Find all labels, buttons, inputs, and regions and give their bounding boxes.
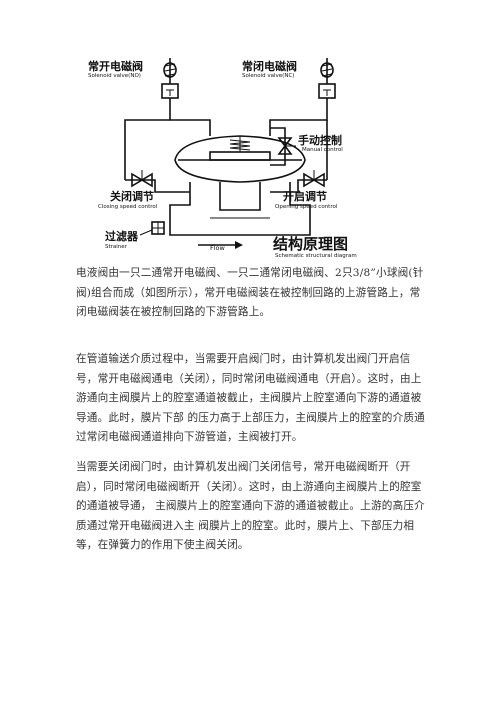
label-strainer-en: Strainer [105, 244, 128, 250]
label-solenoid-no-zh: 常开电磁阀 [88, 59, 143, 73]
paragraph-closing-process: 当需要关闭阀门时，由计算机发出阀门关闭信号，常开电磁阀断开（开启），同时常闭电磁… [76, 458, 428, 556]
schematic-structural-diagram: 常开电磁阀 Solenoid valve(NO) 常闭电磁阀 Solenoid … [88, 58, 357, 259]
solenoid-valve-nc-icon [318, 58, 336, 99]
control-piping [124, 98, 328, 193]
label-solenoid-nc-en: Solenoid valve(NC) [242, 73, 294, 79]
main-valve-body [169, 135, 311, 236]
opening-speed-control-valve-icon [303, 170, 325, 188]
label-solenoid-nc-zh: 常闭电磁阀 [242, 59, 297, 73]
solenoid-valve-no-icon [161, 58, 179, 99]
paragraph-composition: 电液阀由一只二通常开电磁阀、一只二通常闭电磁阀、2只3/8”小球阀(针阀)组合而… [76, 264, 428, 323]
paragraph-text: 在管道输送介质过程中，当需要开启阀门时，由计算机发出阀门开启信号，常开电磁阀通电… [76, 353, 425, 443]
paragraph-opening-process: 在管道输送介质过程中，当需要开启阀门时，由计算机发出阀门开启信号，常开电磁阀通电… [76, 350, 428, 448]
diagram-title-en: Schematic structural diagram [275, 253, 357, 259]
label-closing-en: Closing speed control [98, 204, 158, 210]
label-flow: Flow [210, 244, 226, 252]
label-strainer-zh: 过滤器 [105, 229, 139, 243]
label-closing-zh: 关闭调节 [110, 189, 154, 203]
label-opening-en: Opening speed control [275, 204, 338, 210]
label-manual-en: Manual control [302, 147, 343, 153]
label-manual-zh: 手动控制 [298, 133, 342, 147]
paragraph-text: 当需要关闭阀门时，由计算机发出阀门关闭信号，常开电磁阀断开（开启），同时常闭电磁… [76, 461, 425, 551]
closing-speed-control-valve-icon [131, 170, 153, 188]
paragraph-text: 电液阀由一只二通常开电磁阀、一只二通常闭电磁阀、2只3/8”小球阀(针阀)组合而… [76, 267, 424, 318]
diagram-title-zh: 结构原理图 [273, 235, 348, 253]
strainer-icon [139, 221, 165, 236]
flow-arrow-icon [198, 241, 243, 249]
label-solenoid-no-en: Solenoid valve(NO) [88, 73, 141, 79]
